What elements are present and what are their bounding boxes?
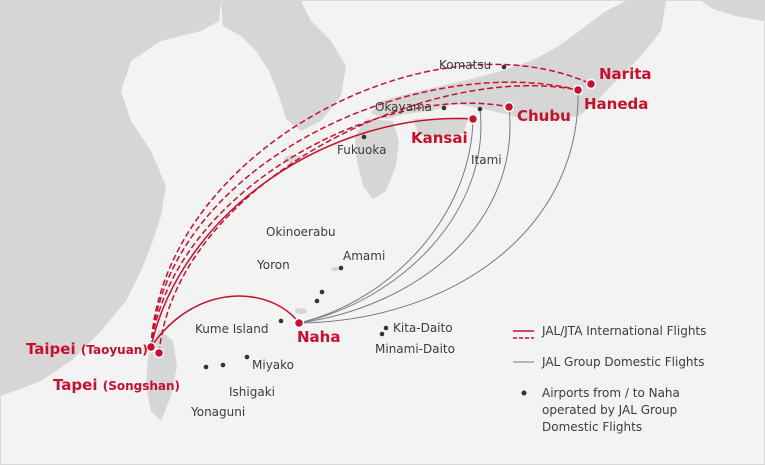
legend-airports-label: Airports from / to Naha operated by JAL … bbox=[542, 385, 680, 436]
hub-label-naha: Naha bbox=[297, 328, 341, 346]
airport-label-ishigaki: Ishigaki bbox=[229, 385, 275, 399]
airport-label-yonaguni: Yonaguni bbox=[191, 405, 246, 419]
airport-label-miyako: Miyako bbox=[252, 358, 295, 372]
legend-airports-line2: operated by JAL Group bbox=[542, 403, 678, 417]
hub-marker-naha bbox=[293, 317, 305, 329]
route-naha-itami bbox=[298, 108, 482, 324]
airport-label-amami: Amami bbox=[343, 249, 386, 263]
route-taipei-narita bbox=[150, 63, 592, 348]
dot-kita-daito bbox=[383, 325, 389, 331]
airport-label-minami-daito: Minami-Daito bbox=[375, 342, 455, 356]
dot-fukuoka bbox=[361, 134, 367, 140]
hub-marker-chubu bbox=[503, 101, 515, 113]
hub-marker-tapei bbox=[153, 347, 165, 359]
hub-markers bbox=[145, 78, 597, 359]
dot-itami bbox=[477, 106, 483, 112]
dot-kume bbox=[278, 318, 284, 324]
legend-domestic-label: JAL Group Domestic Flights bbox=[542, 355, 705, 369]
hub-label-haneda: Haneda bbox=[584, 95, 649, 113]
airport-label-kita-daito: Kita-Daito bbox=[393, 321, 453, 335]
hub-label-taipei-sub: (Taoyuan) bbox=[80, 343, 148, 357]
hub-label-narita: Narita bbox=[599, 65, 652, 83]
dot-ishigaki bbox=[220, 362, 226, 368]
legend-airport-dot bbox=[521, 390, 527, 396]
landmass-honshu bbox=[371, 1, 666, 121]
dot-minami-daito bbox=[379, 331, 385, 337]
route-naha-haneda bbox=[298, 89, 579, 324]
route-songshan-haneda bbox=[158, 85, 579, 354]
island-amami bbox=[331, 267, 339, 271]
dot-yonaguni bbox=[203, 364, 209, 370]
route-naha-kansai bbox=[298, 118, 474, 324]
dot-komatsu bbox=[501, 64, 507, 70]
hub-label-kansai: Kansai bbox=[411, 129, 468, 147]
landmass-kyushu bbox=[355, 119, 399, 199]
dot-yoron bbox=[314, 298, 320, 304]
airport-label-okinoerabu: Okinoerabu bbox=[266, 225, 336, 239]
airport-label-kume: Kume Island bbox=[195, 322, 269, 336]
hub-marker-kansai bbox=[467, 113, 479, 125]
airport-label-fukuoka: Fukuoka bbox=[337, 143, 387, 157]
airport-label-yoron: Yoron bbox=[257, 258, 290, 272]
hub-marker-narita bbox=[585, 78, 597, 90]
island-okinawa bbox=[295, 308, 307, 314]
dot-miyako bbox=[244, 354, 250, 360]
landmass-shikoku bbox=[413, 117, 469, 138]
dot-okayama bbox=[441, 105, 447, 111]
hub-label-tapei: Tapei (Songshan) bbox=[53, 378, 180, 393]
hub-label-tapei-main: Tapei bbox=[53, 376, 98, 394]
hub-label-taipei-main: Taipei bbox=[26, 340, 76, 358]
land-masses bbox=[1, 1, 764, 421]
airport-dots bbox=[203, 64, 507, 370]
airport-label-komatsu: Komatsu bbox=[439, 58, 492, 72]
route-taipei-chubu bbox=[150, 102, 510, 348]
hub-marker-taipei bbox=[145, 341, 157, 353]
hub-marker-haneda bbox=[572, 84, 584, 96]
international-routes bbox=[150, 63, 592, 354]
airport-label-okayama: Okayama bbox=[375, 100, 433, 114]
hub-label-tapei-sub: (Songshan) bbox=[102, 379, 181, 393]
route-taipei-haneda bbox=[150, 81, 579, 348]
landmass-china bbox=[1, 1, 221, 396]
legend-symbols bbox=[513, 330, 534, 396]
airport-label-itami: Itami bbox=[471, 153, 502, 167]
landmass-korea bbox=[221, 1, 346, 131]
route-taipei-naha bbox=[150, 295, 300, 348]
landmass-taiwan bbox=[146, 329, 177, 421]
legend-airports-line1: Airports from / to Naha bbox=[542, 386, 680, 400]
legend-international-label: JAL/JTA International Flights bbox=[542, 324, 707, 338]
route-naha-chubu bbox=[298, 106, 511, 324]
landmass-hokkaido bbox=[701, 1, 764, 21]
legend-airports-line3: Domestic Flights bbox=[542, 420, 643, 434]
hub-label-taipei: Taipei (Taoyuan) bbox=[26, 342, 148, 357]
dot-amami bbox=[338, 265, 344, 271]
hub-label-chubu: Chubu bbox=[517, 107, 571, 125]
domestic-routes bbox=[298, 89, 579, 324]
dot-okinoerabu bbox=[319, 289, 325, 295]
